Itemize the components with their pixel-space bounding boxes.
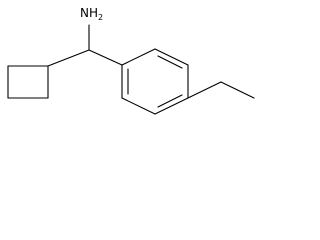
ethyl-bond-1: [187, 81, 222, 99]
benzene-double-bond-inner-1: [157, 55, 183, 69]
benzene-ring: [121, 48, 189, 115]
benzene-bond-4: [154, 97, 189, 115]
methine-to-phenyl-bond: [88, 49, 123, 66]
amine-symbol: N: [80, 6, 89, 20]
benzene-bond-1: [121, 48, 156, 66]
ring-to-methine-bond: [47, 49, 90, 67]
benzene-double-bond-inner-2: [157, 94, 183, 108]
benzene-bond-5: [121, 97, 156, 115]
molecule-canvas: NH2: [0, 0, 264, 131]
ethyl-bond-2: [220, 81, 255, 99]
amine-label: NH2: [80, 6, 103, 22]
amine-h-count: 2: [98, 13, 103, 22]
cyclobutane-ring: [7, 65, 49, 99]
amine-hydrogen: H: [89, 6, 98, 20]
structure-drawing: NH2: [7, 6, 255, 115]
benzene-bond-2: [154, 48, 189, 66]
